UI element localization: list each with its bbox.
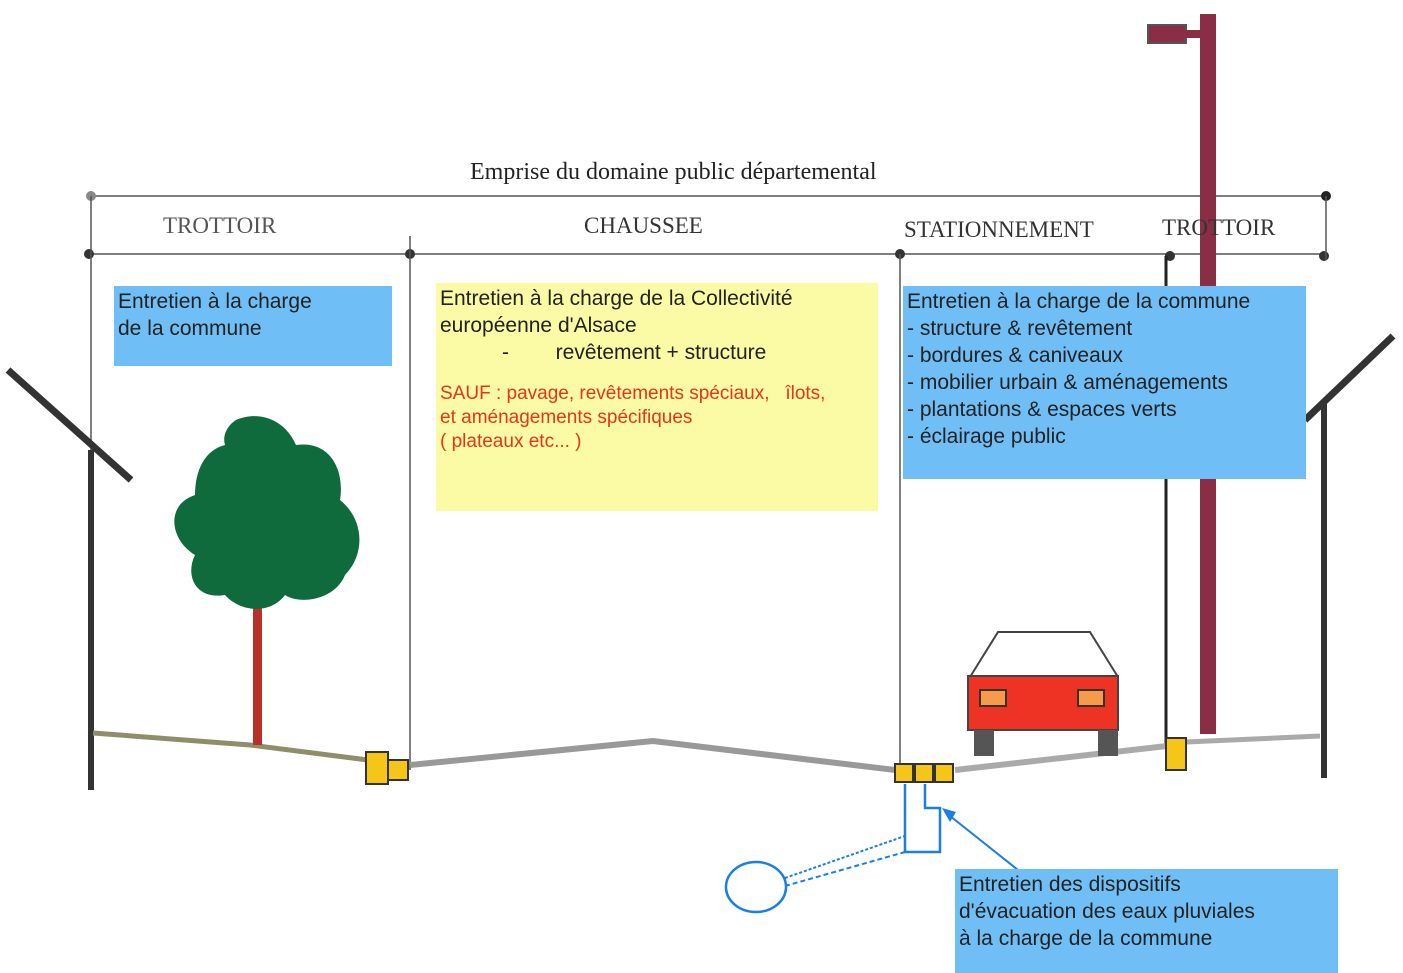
zone-endpoint-5 [1319, 251, 1329, 261]
box-line: Entretien à la charge de la commune [907, 290, 1251, 313]
domaine-public-title: Emprise du domaine public départemental [470, 159, 877, 185]
box-line: Entretien des dispositifs [959, 873, 1181, 896]
ground-profile-right-sidewalk [1185, 733, 1321, 745]
box-line: européenne d'Alsace [440, 314, 637, 337]
ground-profile-roadway [409, 737, 896, 773]
maintenance-box-commune-sidewalk: Entretien à la charge de la commune [114, 286, 392, 366]
drain-pipe-upper [784, 835, 906, 879]
tree-foliage [174, 416, 360, 609]
drain-callout-arrowhead [942, 808, 956, 822]
drain-callout-arrow [944, 811, 1019, 871]
box-line: Entretien à la charge [118, 290, 312, 313]
box-list-item: - structure & revêtement [907, 317, 1133, 340]
parked-car [967, 631, 1119, 756]
box-list-item: - éclairage public [907, 425, 1066, 448]
right-slanted-post [1302, 333, 1396, 423]
box-list-item: - bordures & caniveaux [907, 344, 1123, 367]
box-line: Entretien à la charge de la Collectivité [440, 287, 793, 310]
zone-endpoint-1 [84, 249, 94, 259]
curb-left-gutter [387, 759, 409, 781]
drain-collector [724, 860, 788, 914]
gutter-block-2 [914, 763, 934, 783]
car-wheel-right [1098, 730, 1118, 756]
exception-line: ( plateaux etc... ) [440, 431, 582, 452]
maintenance-box-stormwater: Entretien des dispositifs d'évacuation d… [955, 869, 1338, 973]
maintenance-box-commune-parking: Entretien à la charge de la commune - st… [903, 286, 1306, 479]
drain-pipe-lower [784, 851, 906, 887]
maintenance-box-collectivite: Entretien à la charge de la Collectivité… [436, 283, 878, 511]
box-line: de la commune [118, 317, 262, 340]
box-list-item: - mobilier urbain & aménagements [907, 371, 1228, 394]
left-slanted-post [5, 367, 134, 483]
lamp-post-head [1147, 24, 1187, 44]
zone-label-chaussee: CHAUSSEE [584, 213, 703, 238]
car-wheel-left [974, 730, 994, 756]
zone-label-stationnement: STATIONNEMENT [904, 217, 1094, 242]
box-line: d'évacuation des eaux pluviales [959, 900, 1255, 923]
box-line: - revêtement + structure [502, 341, 767, 364]
box-list-item: - plantations & espaces verts [907, 398, 1177, 421]
tree-trunk [253, 590, 262, 745]
curb-left-sidewalk [365, 751, 389, 785]
car-roof [969, 631, 1119, 678]
ground-profile-left-sidewalk [92, 730, 369, 763]
gutter-block-3 [934, 763, 954, 783]
curb-right-sidewalk [1165, 737, 1187, 771]
exception-line: et aménagements spécifiques [440, 407, 693, 428]
gutter-block-1 [894, 763, 914, 783]
car-headlight-left [979, 689, 1007, 707]
car-headlight-right [1077, 689, 1105, 707]
box-line: à la charge de la commune [959, 927, 1213, 950]
zone-label-trottoir-right: TROTTOIR [1162, 215, 1276, 240]
drain-chamber [903, 784, 942, 854]
zone-label-trottoir-left: TROTTOIR [163, 213, 277, 238]
lamp-post-arm [1185, 30, 1201, 38]
exception-line: SAUF : pavage, revêtements spéciaux, îlo… [440, 383, 826, 404]
ground-profile-parking [954, 743, 1168, 773]
